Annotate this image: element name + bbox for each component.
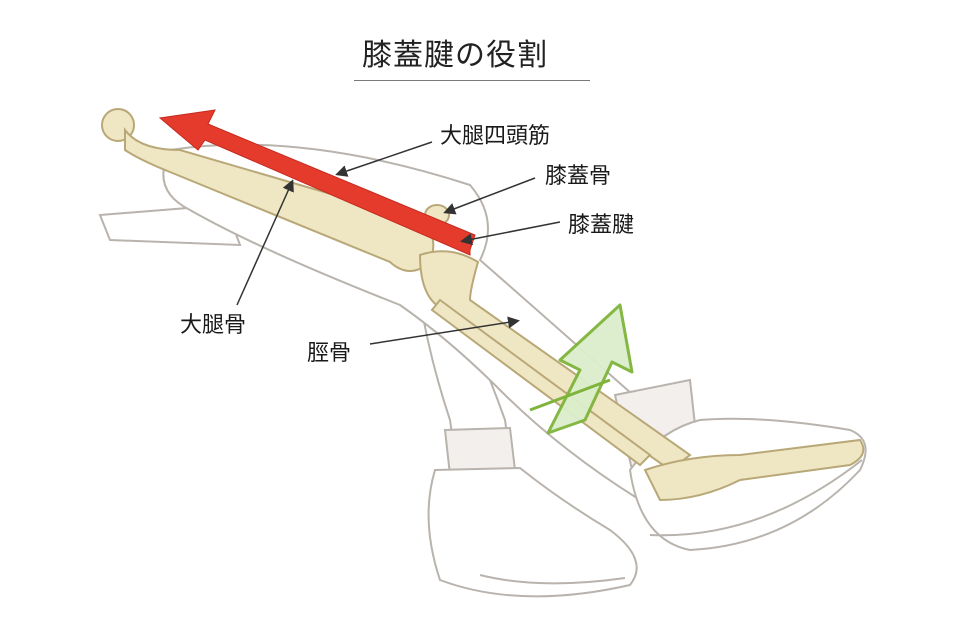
page-title: 膝蓋腱の役割: [362, 38, 548, 73]
quadriceps-arrow: [158, 109, 476, 256]
label-femur: 大腿骨: [180, 313, 247, 338]
extension-arrow: [529, 303, 634, 435]
label-patellar-tendon: 膝蓋腱: [568, 213, 635, 238]
bones: [101, 108, 865, 502]
title-underline: [354, 80, 590, 81]
label-tibia: 脛骨: [307, 341, 352, 366]
label-patella: 膝蓋骨: [545, 164, 612, 189]
back-shoe: [427, 466, 638, 598]
leader-lines: [236, 141, 561, 345]
tibia-bone: [418, 250, 692, 472]
label-quadriceps: 大腿四頭筋: [440, 124, 551, 149]
foot-bones: [643, 438, 865, 502]
